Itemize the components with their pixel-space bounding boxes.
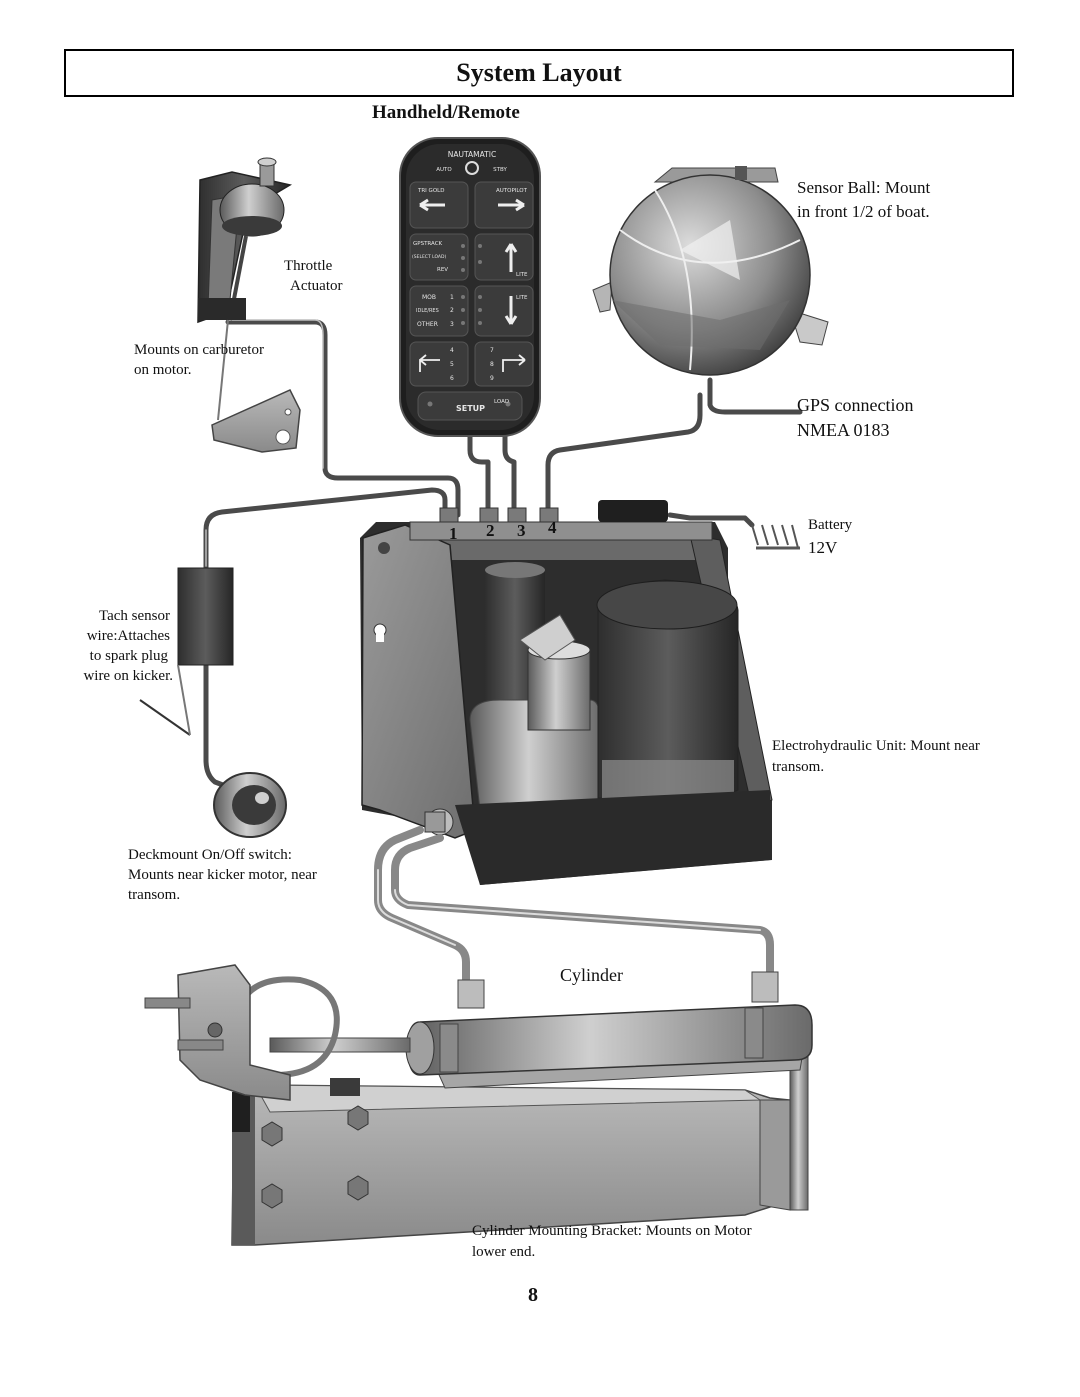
port-1-label: 1 — [449, 524, 458, 543]
carburetor-label-line2: on motor. — [134, 362, 192, 378]
bracket-label-line2: lower end. — [472, 1244, 536, 1260]
sensor-cable — [545, 392, 703, 518]
deckmount-label-line1: Deckmount On/Off switch: — [128, 847, 292, 863]
battery-label-line1: Battery — [808, 517, 853, 533]
port-3-label: 3 — [517, 521, 526, 540]
remote-mob-text: MOB — [422, 294, 436, 301]
remote-auto-text: AUTO — [436, 167, 452, 173]
remote-select-load-text: (SELECT LOAD) — [412, 254, 446, 260]
throttle-actuator-drawing — [197, 157, 301, 453]
tach-label-line4: wire on kicker. — [83, 668, 173, 684]
gps-label-line2: NMEA 0183 — [797, 420, 890, 440]
remote-autopilot-text: AUTOPILOT — [496, 188, 528, 194]
deckmount-label-line3: transom. — [128, 887, 181, 903]
remote-num-2: 2 — [450, 307, 454, 314]
gps-label-line1: GPS connection — [797, 395, 914, 415]
electrohydraulic-label-line2: transom. — [772, 759, 825, 775]
remote-cable-1 — [467, 432, 491, 518]
port-4-label: 4 — [548, 518, 557, 537]
sensor-ball-drawing — [592, 166, 829, 376]
remote-idle-res-text: IDLE/RES — [416, 308, 439, 314]
remote-stby-text: STBY — [493, 167, 507, 173]
page-title: System Layout — [456, 58, 622, 87]
page-number: 8 — [528, 1284, 538, 1306]
arrow-down-icon — [504, 296, 518, 325]
tach-cable — [203, 487, 448, 571]
remote-num-3: 3 — [450, 321, 454, 328]
carburetor-label-line1: Mounts on carburetor — [134, 342, 264, 358]
battery-label-line2: 12V — [808, 538, 838, 557]
arrow-up-icon — [504, 243, 518, 272]
remote-num-7: 7 — [490, 347, 494, 354]
bracket-label-line1: Cylinder Mounting Bracket: Mounts on Mot… — [472, 1223, 752, 1239]
deckmount-switch-drawing — [213, 772, 287, 838]
turn-right-icon — [502, 354, 526, 372]
electrohydraulic-label-line1: Electrohydraulic Unit: Mount near — [772, 738, 980, 754]
power-icon — [465, 161, 479, 175]
remote-num-9: 9 — [490, 375, 494, 382]
cylinder-and-bracket-drawing — [144, 964, 813, 1246]
tach-label-line2: wire:Attaches — [86, 628, 170, 644]
deckmount-label-line2: Mounts near kicker motor, near — [128, 867, 317, 883]
port-2-label: 2 — [486, 521, 495, 540]
sensor-ball-label-line1: Sensor Ball: Mount — [797, 178, 931, 197]
battery-connector-drawing — [751, 524, 800, 550]
remote-setup-text: SETUP — [456, 404, 485, 413]
remote-rev-text: REV — [437, 267, 448, 273]
port-number-labels: 1 2 3 4 — [449, 518, 557, 543]
cylinder-label: Cylinder — [560, 965, 623, 985]
battery-cable — [667, 512, 755, 528]
remote-num-4: 4 — [450, 347, 454, 354]
switch-cable — [203, 662, 239, 793]
remote-load-text: LOAD — [494, 399, 509, 405]
throttle-label-line2: Actuator — [290, 278, 343, 294]
remote-num-1: 1 — [450, 294, 454, 301]
remote-num-8: 8 — [490, 361, 494, 368]
remote-tri-gold-text: TRI GOLD — [417, 188, 444, 194]
remote-cable-2 — [502, 432, 517, 518]
arrow-right-icon — [498, 198, 525, 212]
remote-lite-bottom-text: LITE — [516, 295, 528, 301]
handheld-remote-heading: Handheld/Remote — [372, 102, 520, 123]
arrow-left-icon — [419, 198, 445, 212]
gps-cable — [707, 377, 803, 415]
remote-num-5: 5 — [450, 361, 454, 368]
tach-sensor-drawing — [139, 567, 234, 736]
remote-num-6: 6 — [450, 375, 454, 382]
throttle-label-line1: Throttle — [284, 258, 333, 274]
sensor-ball-label-line2: in front 1/2 of boat. — [797, 202, 930, 221]
turn-left-icon — [419, 354, 440, 372]
page-title-box: System Layout — [64, 49, 1014, 97]
remote-brand-text: NAUTAMATIC — [448, 150, 496, 159]
remote-lite-top-text: LITE — [516, 272, 528, 278]
remote-other-text: OTHER — [417, 321, 438, 328]
tach-label-line1: Tach sensor — [98, 608, 170, 624]
tach-label-line3: to spark plug — [89, 648, 168, 664]
remote-gpstrack-text: GPSTRACK — [413, 241, 443, 247]
handheld-remote-drawing: NAUTAMATIC AUTO STBY TRI GOLD AUTOPILOT … — [399, 137, 541, 437]
electrohydraulic-unit-drawing — [360, 500, 773, 885]
